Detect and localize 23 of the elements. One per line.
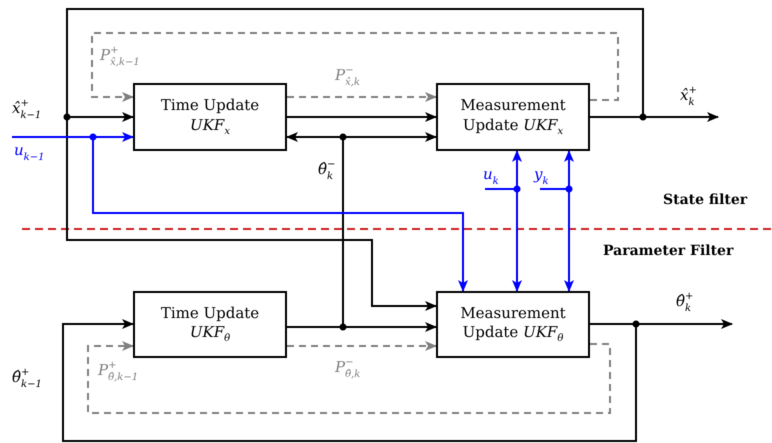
section-label: State filter [663,192,748,208]
arrow [66,8,644,311]
box-text: UKF$_{θ}$ [188,323,232,346]
dashed-arrow [87,341,611,414]
process-box [133,83,287,151]
process-box [436,291,590,358]
edge-label: u$_{k−1}$ [14,143,44,163]
dashed-arrow [91,32,619,102]
process-box [133,291,287,358]
box-text: Time Update [160,96,260,116]
box-text: Time Update [160,304,260,324]
section-label: Parameter Filter [603,243,734,259]
process-box [436,83,590,151]
edge-label: y$_{k}$ [534,167,549,187]
arrow [287,112,437,122]
box-text: Measurement Update UKF$_{x}$ [459,96,567,138]
box-text: Measurement Update UKF$_{θ}$ [459,304,567,346]
dashed-arrow [287,92,437,102]
dashed-arrow [287,341,437,351]
box-text: UKF$_{x}$ [189,116,231,138]
arrow [12,136,468,292]
arrow [62,319,637,442]
edge-label: u$_{k}$ [483,167,499,187]
